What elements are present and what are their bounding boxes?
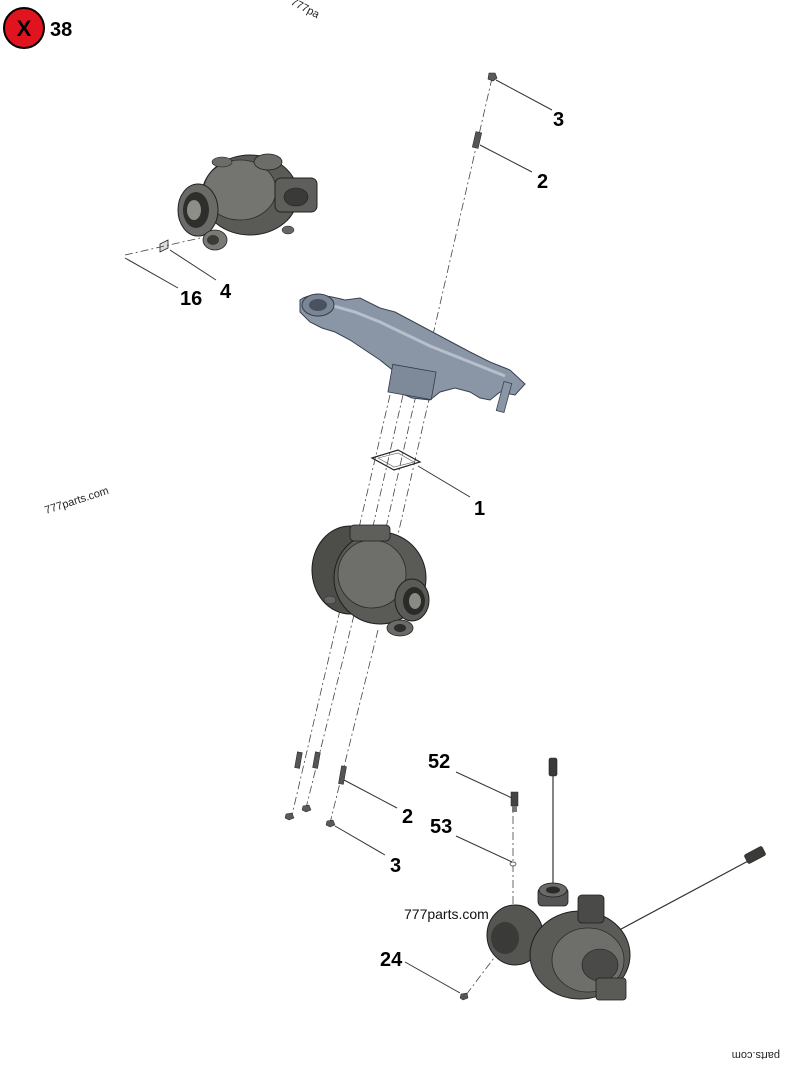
- watermark-left: 777parts.com: [43, 485, 110, 517]
- watermark-bottom-right: parts.com: [732, 1049, 780, 1061]
- nut-top: [487, 72, 498, 82]
- studs-bottom: [294, 751, 347, 785]
- callout-1: 1: [474, 498, 485, 520]
- axis-line-f: [305, 614, 355, 809]
- callout-52: 52: [428, 751, 450, 773]
- callout-3-bottom: 3: [390, 855, 401, 877]
- axis-line-a: [354, 394, 391, 546]
- leader-16: [124, 257, 179, 289]
- axis-line-b: [367, 394, 404, 549]
- axis-line-d: [393, 394, 431, 553]
- gasket-small: [159, 239, 169, 253]
- sensor-fitting: [510, 791, 519, 812]
- callout-24: 24: [380, 949, 403, 971]
- exhaust-manifold: [299, 293, 526, 414]
- leader-53: [455, 835, 513, 863]
- callout-53: 53: [430, 816, 452, 838]
- axis-line-g: [329, 629, 379, 824]
- badge-circle: [3, 7, 45, 49]
- manifold-gasket: [370, 449, 422, 471]
- leader-52: [455, 771, 513, 799]
- callout-labels: 3 2 4 16 1 52 2 53 3 24: [180, 109, 564, 971]
- watermark-top: 777pa: [289, 0, 322, 21]
- leader-1: [417, 465, 471, 498]
- turbocharger-assembly: [486, 757, 766, 1001]
- nuts-bottom: [284, 804, 336, 828]
- callout-4: 4: [220, 281, 232, 303]
- badge-letter: X: [17, 16, 32, 41]
- turbocharger-middle: [311, 524, 430, 637]
- leader-24: [404, 961, 461, 994]
- callout-2-top: 2: [537, 171, 548, 193]
- leader-lines: [124, 79, 553, 994]
- leader-2-top: [479, 144, 533, 173]
- watermark-center: 777parts.com: [404, 906, 489, 922]
- callout-16: 16: [180, 288, 202, 310]
- callout-3-top: 3: [553, 109, 564, 131]
- fitting-small: [459, 992, 469, 1001]
- axis-line-e: [291, 609, 341, 816]
- axis-line-small-turbo: [124, 237, 201, 256]
- turbocharger-small: [177, 153, 318, 251]
- page-number: 38: [50, 19, 72, 41]
- axis-line-c: [380, 394, 417, 551]
- washer: [509, 861, 517, 867]
- page-badge: X 38: [3, 7, 72, 49]
- stud-top: [471, 131, 483, 149]
- leader-3-top: [495, 79, 553, 111]
- leader-2-bottom: [343, 779, 398, 809]
- leader-3-bottom: [334, 825, 386, 856]
- axis-line-fitting: [465, 949, 501, 996]
- leader-4: [169, 249, 217, 281]
- callout-2-bottom: 2: [402, 806, 413, 828]
